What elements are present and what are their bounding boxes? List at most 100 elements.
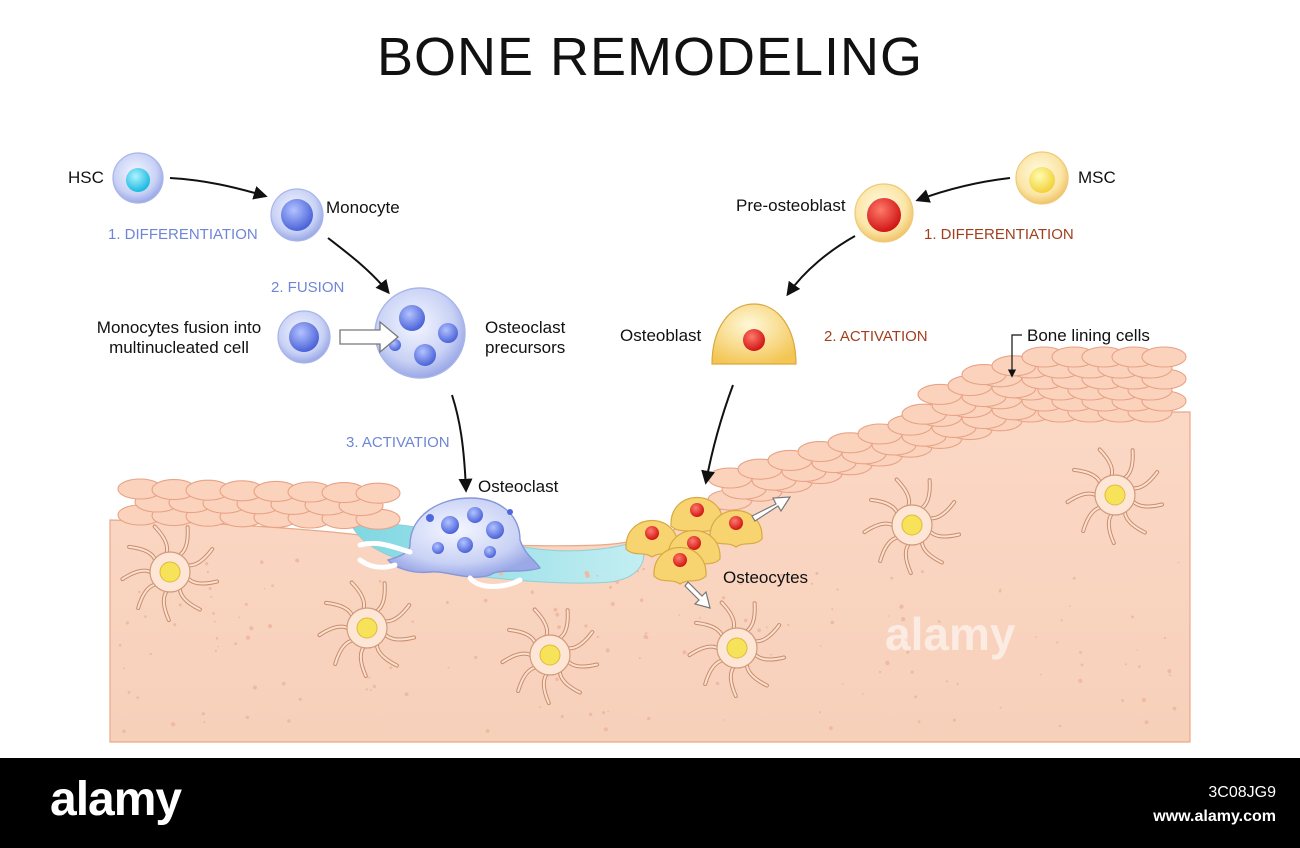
lining-cell: [355, 482, 401, 504]
label-hsc: HSC: [68, 168, 104, 187]
label-monocyte: Monocyte: [326, 198, 400, 217]
arrow-hsc-to-monocyte: [169, 177, 268, 200]
matrix-dot: [819, 645, 822, 647]
matrix-dot: [584, 571, 589, 576]
matrix-dot: [596, 574, 599, 577]
matrix-dot: [956, 682, 959, 686]
msc-cell: [1015, 151, 1069, 205]
matrix-dot: [445, 601, 449, 604]
matrix-dot: [214, 649, 217, 653]
matrix-dot: [1167, 669, 1172, 674]
matrix-dot: [539, 706, 542, 709]
matrix-dot: [1121, 699, 1125, 702]
osteoblast-cell: [711, 303, 797, 365]
matrix-dot: [118, 643, 122, 647]
matrix-dot: [205, 562, 209, 566]
matrix-dot: [555, 612, 560, 617]
matrix-dot: [203, 721, 206, 724]
matrix-dot: [638, 657, 641, 660]
osteoclast-cell: [357, 497, 542, 589]
matrix-dot: [596, 635, 599, 639]
matrix-dot: [615, 580, 620, 584]
matrix-dot: [149, 652, 152, 656]
label-osteoclast: Osteoclast: [478, 477, 559, 496]
osteoblast-on-bone: [709, 509, 763, 548]
fusion-arrow: [339, 320, 400, 354]
matrix-dot: [267, 624, 273, 629]
matrix-dot: [1172, 706, 1177, 711]
matrix-dot: [260, 560, 264, 564]
matrix-dot: [770, 653, 772, 656]
matrix-dot: [1078, 678, 1083, 683]
matrix-dot: [1136, 649, 1138, 651]
matrix-dot: [1163, 636, 1166, 640]
matrix-dot: [722, 596, 726, 600]
label-osteoclast-precursors: Osteoclast precursors: [485, 318, 565, 358]
label-precursors-line-2: precursors: [485, 338, 566, 357]
matrix-dot: [999, 706, 1002, 709]
matrix-dot: [245, 715, 250, 719]
label-osteoblast: Osteoblast: [620, 326, 702, 345]
matrix-dot: [723, 719, 726, 721]
matrix-dot: [1058, 724, 1062, 728]
osteocyte: [1065, 447, 1164, 545]
matrix-dot: [1177, 561, 1180, 564]
matrix-dot: [841, 683, 844, 685]
matrix-dot: [530, 590, 534, 594]
osteocyte-cells: [120, 447, 1164, 705]
matrix-dot: [411, 620, 414, 623]
matrix-dot: [636, 569, 639, 573]
osteoblast-on-bone: [653, 546, 707, 585]
matrix-dot: [252, 685, 257, 690]
matrix-dot: [560, 714, 564, 719]
matrix-dot: [372, 684, 377, 689]
page-title: BONE REMODELING: [376, 27, 924, 87]
matrix-dot: [249, 626, 254, 631]
matrix-dot: [245, 635, 251, 640]
matrix-dot: [125, 621, 129, 625]
pre-osteoblast-cell: [854, 183, 914, 243]
matrix-dot: [123, 667, 125, 670]
matrix-dot: [584, 624, 588, 628]
matrix-dot: [378, 580, 382, 583]
matrix-dot: [557, 625, 561, 629]
matrix-dot: [1034, 636, 1037, 639]
matrix-dot: [639, 598, 644, 602]
matrix-dot: [365, 688, 368, 691]
osteocyte-nucleus: [1104, 484, 1126, 506]
matrix-dot: [862, 693, 864, 695]
arrow-to-lining-cell: [751, 496, 792, 522]
label-pre-osteoblast: Pre-osteoblast: [736, 196, 846, 215]
osteocyte-nucleus: [539, 644, 561, 666]
osteocyte-nucleus: [726, 637, 748, 659]
label-fusion: 2. FUSION: [271, 279, 345, 296]
matrix-dot: [830, 620, 835, 625]
matrix-dot: [1072, 576, 1076, 580]
label-activation-right: 2. ACTIVATION: [824, 328, 928, 345]
matrix-dot: [765, 626, 768, 629]
matrix-dot: [1040, 673, 1042, 676]
matrix-dot: [609, 585, 612, 589]
bone-lining-cells-left: [117, 478, 401, 530]
matrix-dot: [553, 607, 558, 612]
matrix-dot: [122, 729, 126, 733]
matrix-dot: [945, 680, 949, 683]
hsc-cell: [112, 152, 164, 204]
matrix-dot: [1069, 605, 1071, 608]
matrix-dot: [904, 638, 908, 642]
footer-logo: alamy: [50, 773, 182, 826]
matrix-dot: [1131, 615, 1134, 619]
osteocyte: [317, 580, 416, 678]
matrix-dot: [264, 588, 266, 590]
matrix-dot: [914, 695, 918, 699]
matrix-dot: [217, 645, 219, 648]
osteocyte: [120, 524, 219, 622]
osteocyte-nucleus: [901, 514, 923, 536]
matrix-dot: [144, 615, 147, 618]
osteoblast-cluster: [625, 496, 763, 585]
matrix-dot: [1080, 663, 1084, 667]
matrix-dot: [201, 712, 205, 716]
arrow-to-osteocyte: [684, 581, 711, 609]
arrow-preosteoblast-to-osteoblast: [786, 235, 856, 297]
matrix-dot: [136, 696, 140, 699]
